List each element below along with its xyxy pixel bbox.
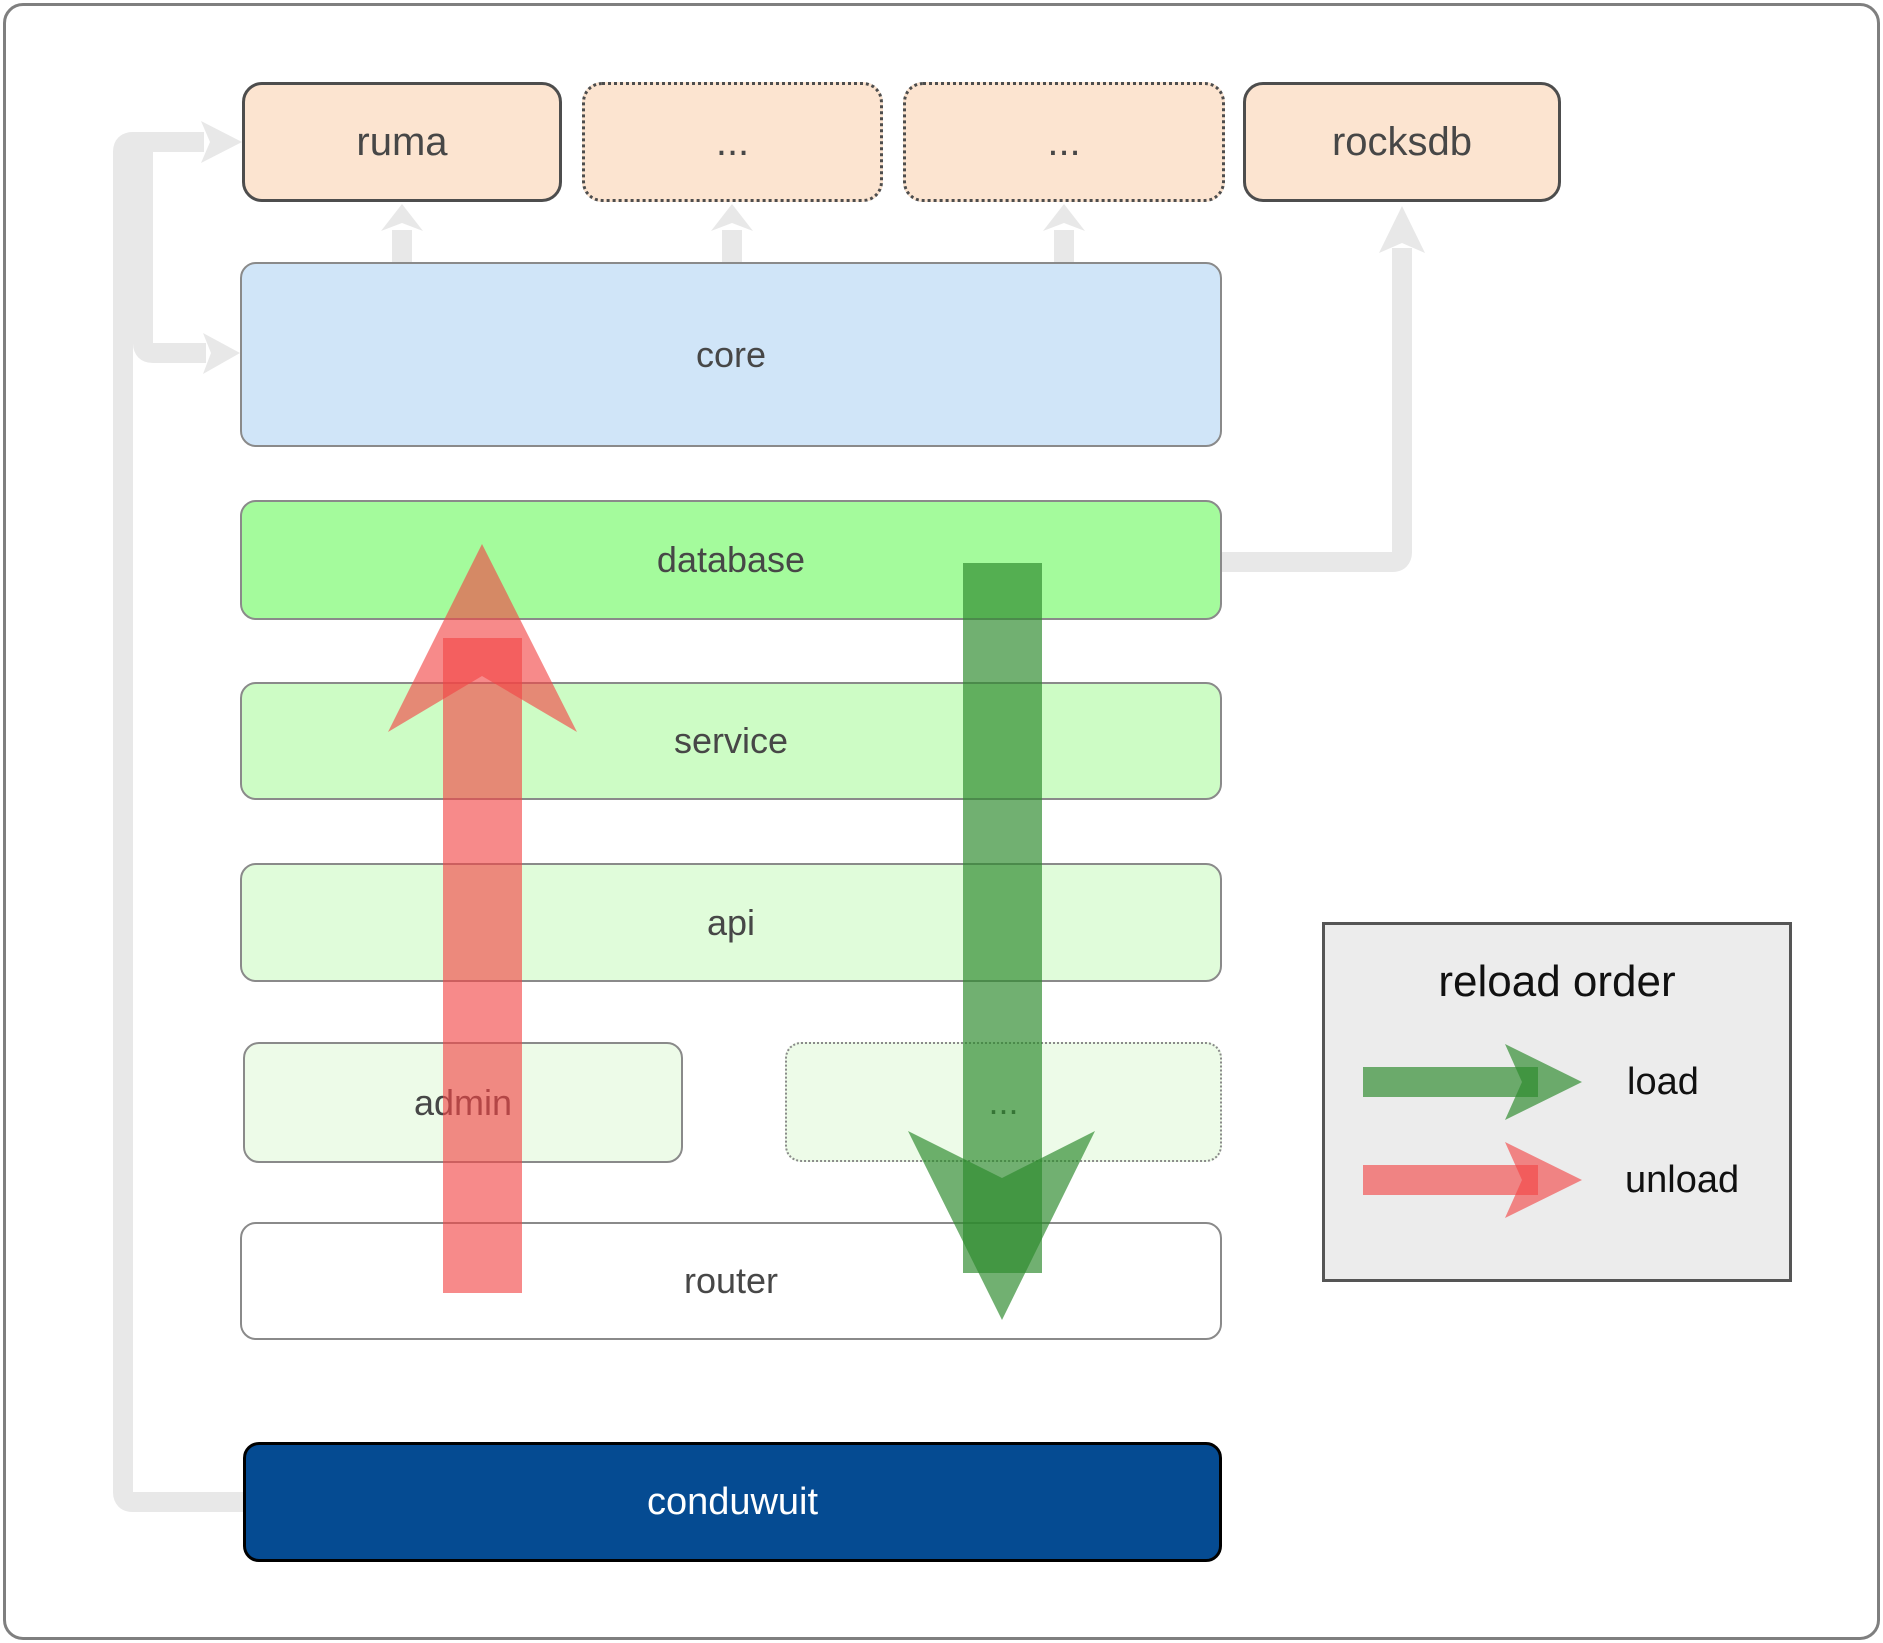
node-service: service (240, 682, 1222, 800)
node-admin: admin (243, 1042, 683, 1163)
node-ellipsis-3-label: ... (988, 1081, 1019, 1122)
node-api-label: api (706, 901, 756, 943)
node-ellipsis-1-label: ... (715, 119, 750, 164)
node-conduwuit: conduwuit (243, 1442, 1222, 1562)
node-api: api (240, 863, 1222, 982)
node-database-label: database (656, 539, 806, 580)
node-rocksdb: rocksdb (1243, 82, 1561, 202)
node-router: router (240, 1222, 1222, 1340)
legend-load-label: load (1627, 1060, 1699, 1103)
node-core-label: core (695, 333, 767, 375)
node-ellipsis-3: ... (785, 1042, 1222, 1162)
node-ellipsis-2-label: ... (1047, 119, 1081, 164)
node-conduwuit-label: conduwuit (646, 1480, 819, 1523)
node-router-label: router (683, 1260, 779, 1301)
node-ellipsis-1: ... (582, 82, 883, 202)
node-database: database (240, 500, 1222, 620)
outer-frame (3, 3, 1880, 1640)
legend-title: reload order (1438, 957, 1676, 1006)
node-core: core (240, 262, 1222, 447)
node-ruma-label: ruma (356, 119, 448, 164)
node-service-label: service (673, 720, 789, 761)
node-rocksdb-label: rocksdb (1331, 119, 1473, 164)
legend-unload-label: unload (1625, 1158, 1740, 1201)
node-ruma: ruma (242, 82, 562, 202)
node-admin-label: admin (413, 1081, 513, 1123)
node-ellipsis-2: ... (903, 82, 1225, 202)
